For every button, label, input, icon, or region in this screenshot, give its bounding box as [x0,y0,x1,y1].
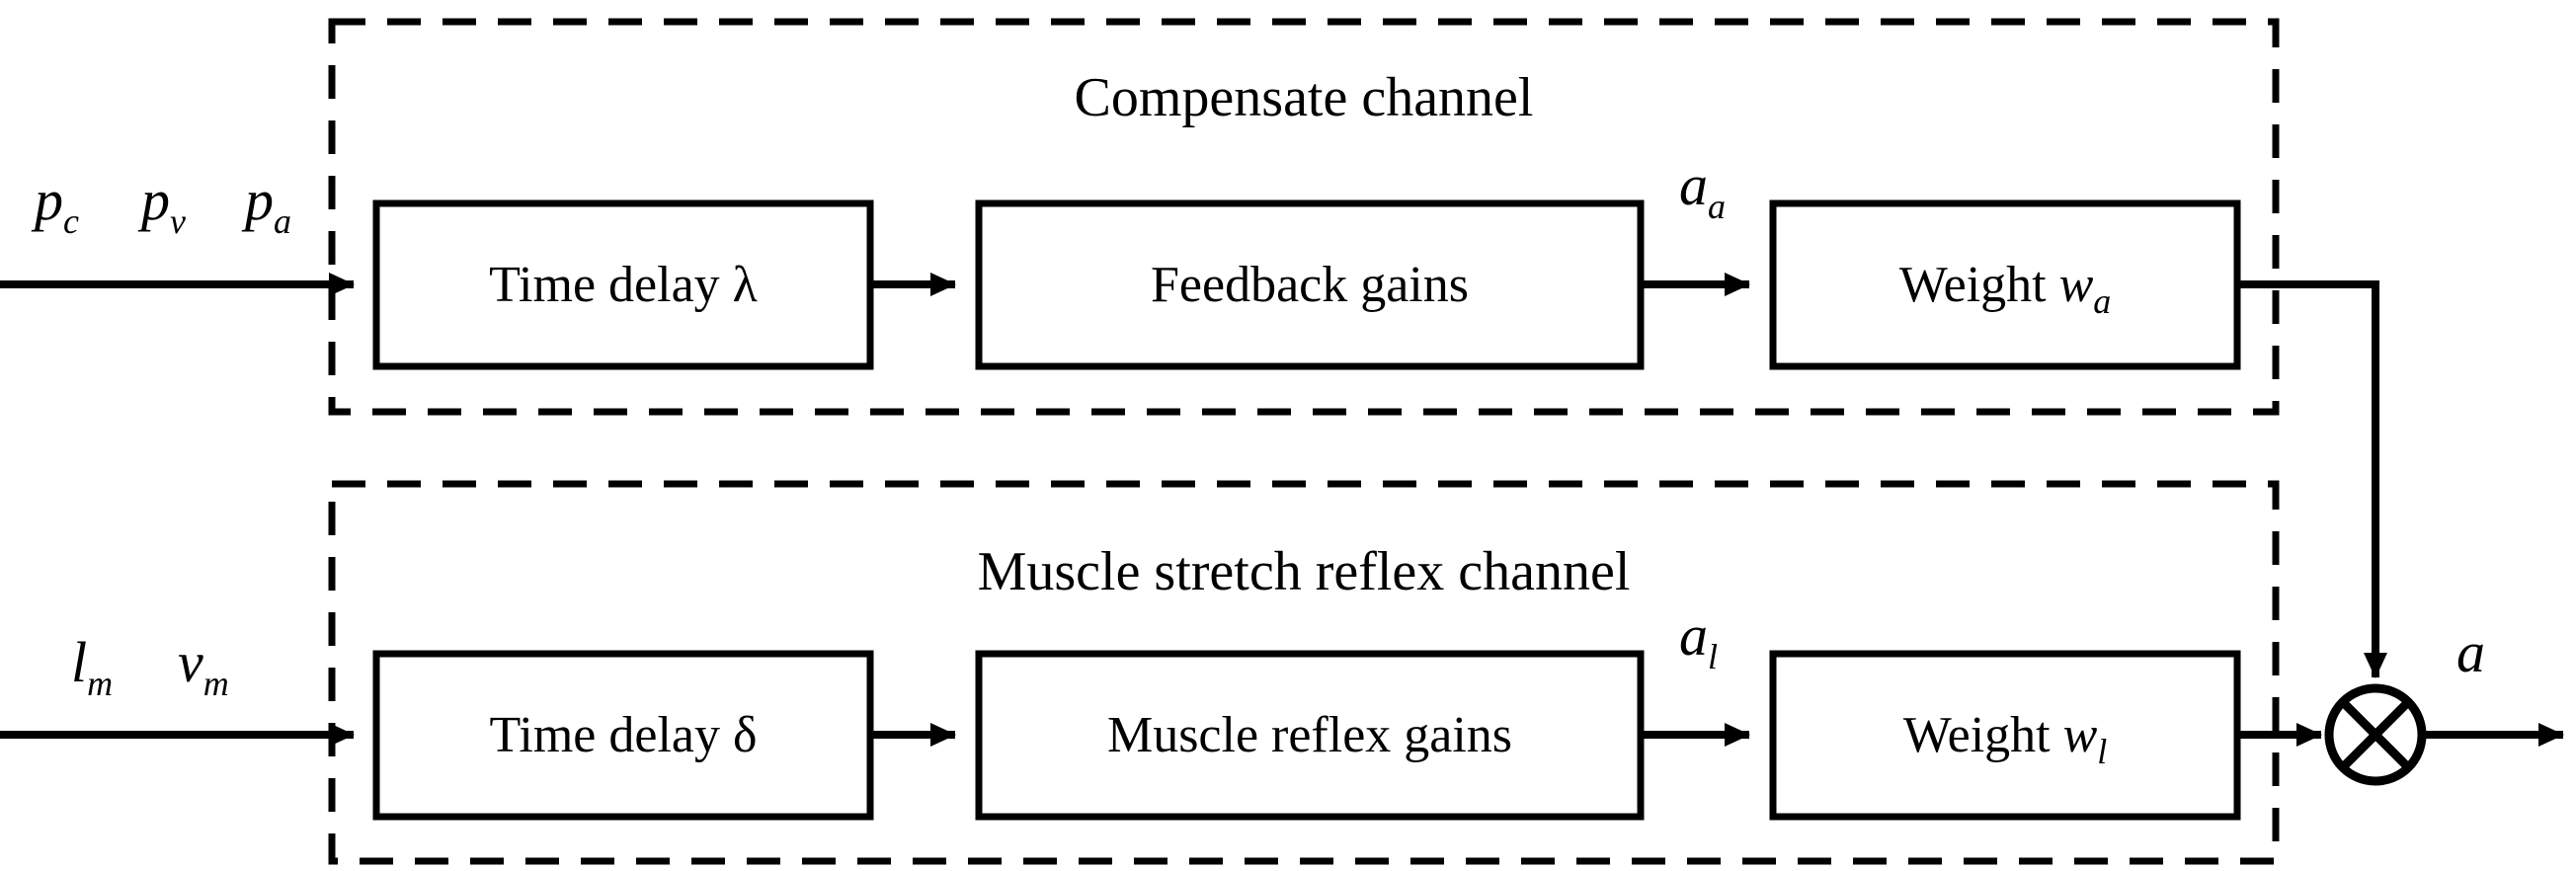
compensate-channel-title: Compensate channel [1075,67,1534,128]
weight-wa-symbol-sub: a [2093,281,2111,321]
input-label-pv: pv [137,168,186,241]
block-muscle-reflex-gains[interactable] [975,650,1645,821]
signal-label-al: al [1679,603,1718,676]
wire-weight-wa-to-junction [2237,280,2387,678]
input-label-vm-sub: m [203,664,229,703]
output-label-a: a [2456,620,2485,684]
block-weight-wl-text: Weight [1903,707,2063,763]
input-label-pv-sub: v [170,201,186,241]
block-time-delay-lambda-text: Time delay [489,257,733,313]
weight-wl-symbol-sub: l [2097,732,2107,771]
block-time-delay-lambda[interactable] [372,199,874,370]
input-label-pa-base: p [241,168,274,232]
signal-label-al-base: a [1679,603,1708,668]
block-time-delay-delta-text: Time delay [489,707,733,763]
input-label-pa-sub: a [274,201,291,241]
signal-label-aa-sub: a [1708,187,1726,226]
block-time-delay-delta[interactable] [372,650,874,821]
input-label-vm: vm [178,630,229,703]
block-weight-wa[interactable] [1769,199,2241,370]
signal-label-aa-base: a [1679,153,1708,217]
block-muscle-reflex-gains-label: Muscle reflex gains [1107,707,1512,763]
input-label-pv-base: p [137,168,170,232]
muscle-channel-title: Muscle stretch reflex channel [978,541,1631,602]
input-label-lm-sub: m [87,664,113,703]
input-label-pc: pc [31,168,79,241]
summing-junction-cross-2 [2339,698,2412,771]
signal-label-al-sub: l [1708,637,1718,676]
block-weight-wl-label: Weight wl [1903,707,2108,771]
block-time-delay-lambda-label: Time delay λ [489,257,758,313]
block-feedback-gains-label: Feedback gains [1151,257,1469,313]
muscle-channel-border [328,480,2280,865]
block-weight-wa-label: Weight wa [1899,257,2112,321]
input-label-vm-base: v [178,630,203,694]
input-label-lm-base: l [71,630,87,694]
block-weight-wa-text: Weight [1899,257,2059,313]
block-weight-wl[interactable] [1769,650,2241,821]
weight-wa-symbol: w [2059,257,2094,313]
summing-junction[interactable] [2324,683,2427,786]
input-label-pc-sub: c [63,201,79,241]
signal-label-aa: aa [1679,153,1726,226]
lambda-symbol: λ [733,257,758,313]
input-label-pc-base: p [31,168,63,232]
delta-symbol: δ [733,707,758,763]
weight-wl-symbol: w [2063,707,2098,763]
compensate-channel-border [328,18,2280,416]
input-label-lm: lm [71,630,113,703]
block-time-delay-delta-label: Time delay δ [489,707,757,763]
input-label-pa: pa [241,168,291,241]
